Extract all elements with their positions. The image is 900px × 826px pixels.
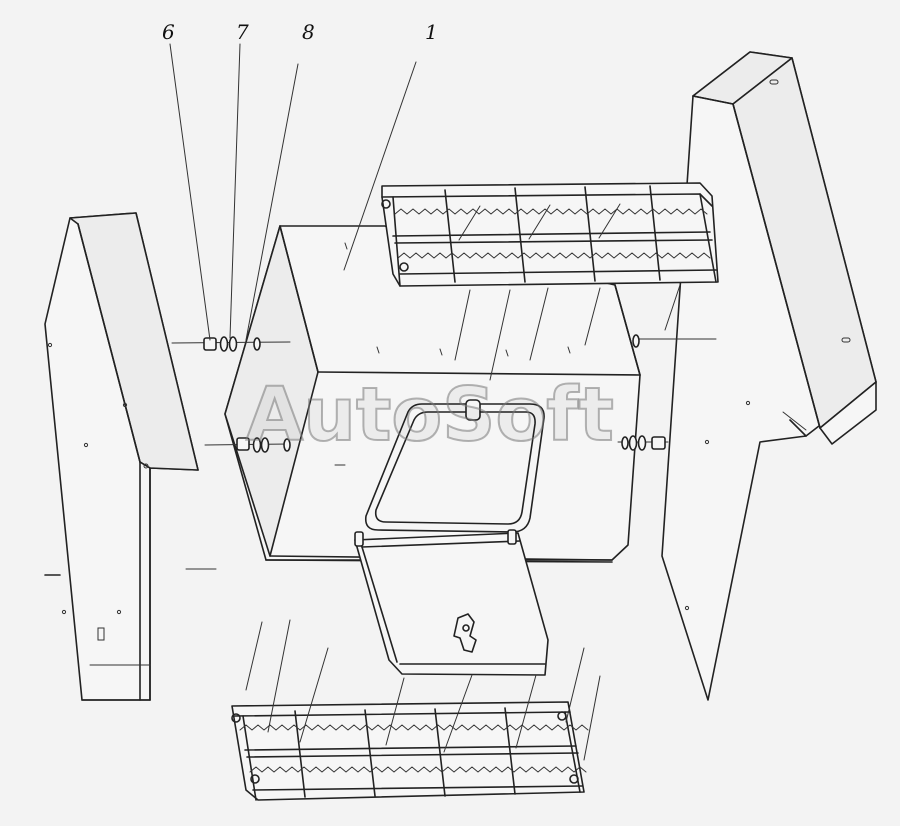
fastener-set-lower-right [617, 435, 669, 451]
svg-text:7: 7 [236, 20, 249, 44]
svg-text:8: 8 [302, 20, 315, 44]
assembly-guide-lines [185, 284, 681, 761]
lid-latch [453, 613, 477, 653]
lower-step-grating [231, 701, 589, 801]
fastener-set-lower-left [204, 437, 291, 453]
callout-1: 1 [343, 20, 438, 271]
watermark-text: AutoSoft [246, 372, 614, 458]
fastener-set-upper-right [632, 334, 717, 348]
right-mounting-plate [661, 51, 877, 701]
hatch-lid [354, 529, 549, 676]
callout-7: 7 [229, 20, 249, 339]
callout-6: 6 [162, 20, 211, 341]
svg-text:6: 6 [162, 20, 175, 44]
left-mounting-plate [44, 212, 199, 701]
box-top-marks [344, 242, 571, 357]
callout-8: 8 [245, 20, 315, 341]
svg-text:1: 1 [425, 20, 438, 44]
fastener-set-upper-left [171, 336, 291, 352]
hatch-opening-frame [364, 399, 545, 533]
upper-step-grating [381, 182, 719, 287]
